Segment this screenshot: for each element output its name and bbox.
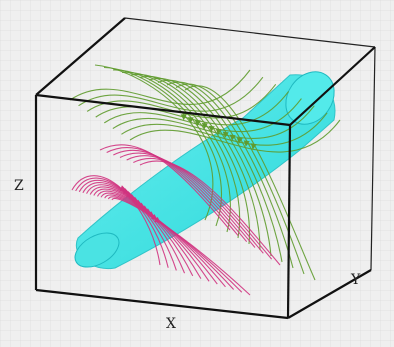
arrowhead-icon <box>132 196 140 203</box>
box-edge-bottom-right <box>287 269 372 319</box>
arrowhead-icon <box>180 114 187 121</box>
arrowheads <box>119 114 257 223</box>
green-field-line <box>184 85 316 281</box>
arrowhead-icon <box>151 214 158 220</box>
magenta-field-line <box>113 149 248 243</box>
arrowhead-icon <box>187 117 194 124</box>
green-field-line <box>103 98 302 133</box>
box-edge-front-right <box>286 124 292 319</box>
y-axis-label: Y <box>350 272 361 288</box>
magenta-field-lines <box>71 144 281 296</box>
arrowhead-icon <box>250 143 257 150</box>
arrowhead-icon <box>236 137 243 144</box>
box-edge-back-top <box>124 17 376 48</box>
arrowhead-icon <box>194 120 201 127</box>
green-field-line <box>121 112 328 146</box>
tube-start-cap <box>74 232 120 268</box>
arrowhead-icon <box>154 216 161 223</box>
magenta-field-line <box>119 152 256 248</box>
box-edge-front-top <box>35 93 291 127</box>
arrowhead-icon <box>147 211 155 217</box>
green-field-line <box>78 76 264 112</box>
green-field-line <box>129 119 341 153</box>
arrowhead-icon <box>215 128 222 136</box>
box-edge-front-bottom <box>35 288 289 320</box>
x-axis-label: X <box>166 316 176 332</box>
arrowhead-icon <box>135 199 143 206</box>
box-edge-back-right <box>370 46 376 271</box>
z-axis-label: Z <box>14 178 24 194</box>
arrowhead-icon <box>201 123 208 130</box>
magenta-field-line <box>133 157 273 260</box>
box-front-edges <box>34 17 376 320</box>
arrowhead-icon <box>129 193 136 200</box>
arrowhead-icon <box>144 208 152 214</box>
arrowhead-icon <box>138 202 146 209</box>
magenta-field-line <box>126 155 264 254</box>
arrowhead-icon <box>243 140 250 147</box>
arrowhead-icon <box>229 134 236 141</box>
magenta-field-line <box>139 160 281 266</box>
magenta-field-line <box>106 147 239 237</box>
arrowhead-icon <box>208 125 215 133</box>
green-field-line <box>69 69 251 105</box>
arrowhead-icon <box>141 205 149 211</box>
box-edge-top-left <box>35 17 126 96</box>
box-back-edges <box>124 17 376 271</box>
arrowhead-icon <box>222 131 229 138</box>
box-edge-top-right <box>289 46 376 126</box>
